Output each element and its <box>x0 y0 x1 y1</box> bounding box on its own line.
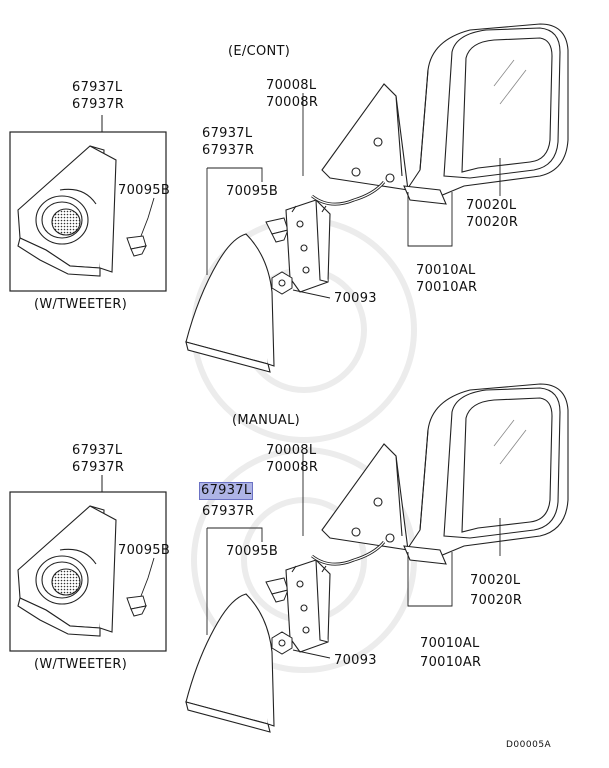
bracket-left-label: 70008L <box>266 443 317 458</box>
inset-part-right-label: 67937R <box>72 460 125 475</box>
bracket-right-label: 70008R <box>266 460 319 475</box>
inset-part-left-label: 67937L <box>72 443 123 458</box>
inset-clip-label: 70095B <box>118 543 171 558</box>
mirror-right-label: 70010AR <box>420 655 482 670</box>
variant-label-manual: (MANUAL) <box>232 413 301 428</box>
clip-label: 70095B <box>226 184 279 199</box>
cover-left-label: 67937L <box>202 126 253 141</box>
glass-right-label: 70020R <box>466 215 519 230</box>
mirror-right-label: 70010AR <box>416 280 478 295</box>
glass-right-label: 70020R <box>470 593 523 608</box>
variant-label-electric: (E/CONT) <box>228 44 291 59</box>
cover-left-label-highlighted[interactable]: 67937L <box>198 482 254 500</box>
mirror-left-label: 70010AL <box>416 263 476 278</box>
inset-clip-label: 70095B <box>118 183 171 198</box>
bracket-right-label: 70008R <box>266 95 319 110</box>
bracket-left-label: 70008L <box>266 78 317 93</box>
cover-right-label: 67937R <box>202 143 255 158</box>
mirror-left-label: 70010AL <box>420 636 480 651</box>
inset-part-right-label: 67937R <box>72 97 125 112</box>
glass-left-label: 70020L <box>466 198 517 213</box>
clip-label: 70095B <box>226 544 279 559</box>
nut-label: 70093 <box>334 653 377 668</box>
diagram-code: D00005A <box>506 740 552 750</box>
glass-left-label: 70020L <box>470 573 521 588</box>
nut-label: 70093 <box>334 291 377 306</box>
inset-part-left-label: 67937L <box>72 80 123 95</box>
cover-right-label: 67937R <box>202 504 255 519</box>
inset-caption: (W/TWEETER) <box>34 657 128 672</box>
inset-caption: (W/TWEETER) <box>34 297 128 312</box>
